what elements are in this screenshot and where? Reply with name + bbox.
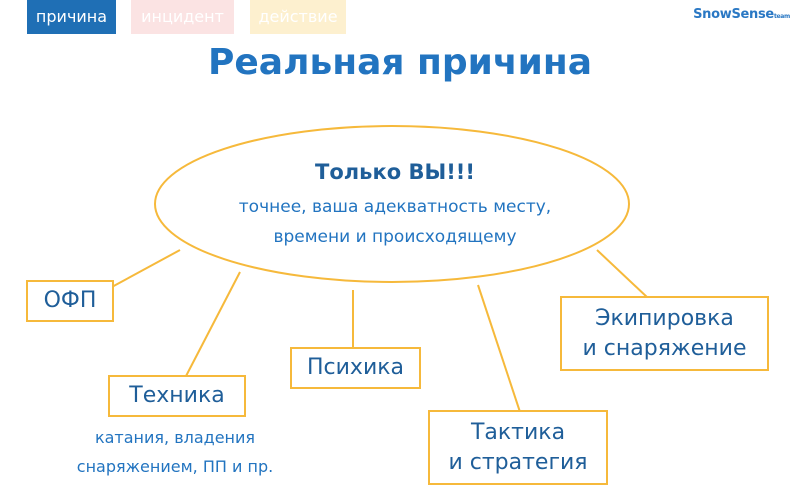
node-equipment: Экипировка и снаряжение	[560, 296, 769, 371]
node-tactics-line-2: и стратегия	[448, 450, 588, 475]
central-line-2: времени и происходящему	[273, 227, 517, 247]
connector-tactics	[477, 284, 521, 413]
technique-note-line-2: снаряжением, ПП и пр.	[76, 457, 274, 476]
node-tactics: Тактика и стратегия	[428, 410, 608, 485]
tab-incident[interactable]: инцидент	[131, 0, 234, 34]
node-ofp: ОФП	[26, 280, 114, 322]
tab-action[interactable]: действие	[250, 0, 346, 34]
node-equipment-line-1: Экипировка	[595, 306, 734, 331]
tab-cause[interactable]: причина	[27, 0, 116, 34]
page-title: Реальная причина	[207, 42, 592, 83]
central-ellipse	[154, 125, 630, 283]
connector-equipment	[596, 249, 649, 299]
node-tactics-line-1: Тактика	[470, 420, 566, 445]
node-technique: Техника	[108, 375, 246, 417]
snowsense-logo: SnowSenseteam	[693, 7, 790, 22]
connector-technique	[184, 271, 241, 379]
logo-sub: team	[773, 13, 790, 20]
central-heading: Только ВЫ!!!	[315, 160, 475, 184]
logo-main: SnowSense	[693, 7, 774, 22]
technique-note-line-1: катания, владения	[94, 428, 256, 447]
node-equipment-line-2: и снаряжение	[582, 336, 747, 361]
connector-ofp	[109, 249, 181, 289]
central-line-1: точнее, ваша адекватность месту,	[238, 197, 552, 217]
node-psyche: Психика	[290, 347, 421, 389]
